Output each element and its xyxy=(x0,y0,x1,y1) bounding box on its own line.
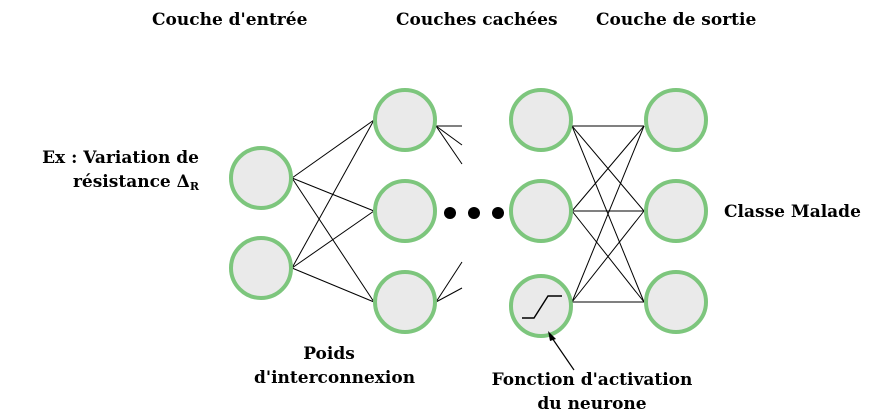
output-neuron xyxy=(644,179,708,243)
weights-label-line1: Poids xyxy=(303,344,355,364)
hidden-layers-title: Couches cachées xyxy=(396,10,558,30)
weights-label: Poids d'interconnexion xyxy=(254,342,416,390)
step-function-icon xyxy=(522,295,562,319)
activation-label-line1: Fonction d'activation xyxy=(491,370,693,390)
hidden-partial-connections xyxy=(435,125,463,303)
input-example-subscript: R xyxy=(189,180,199,193)
hidden-to-output-connections xyxy=(571,125,645,303)
input-example-label: Ex : Variation de résistance ΔR xyxy=(42,146,199,199)
input-neuron xyxy=(229,146,293,210)
input-neuron xyxy=(229,236,293,300)
output-neuron xyxy=(644,270,708,334)
input-to-hidden-connections xyxy=(291,119,375,303)
activation-label-line2: du neurone xyxy=(537,394,647,414)
hidden-neuron xyxy=(509,179,573,243)
hidden-neuron xyxy=(373,179,437,243)
hidden-neuron xyxy=(373,270,437,334)
output-class-label: Classe Malade xyxy=(724,202,861,222)
ellipsis-dots xyxy=(444,207,504,219)
hidden-neuron xyxy=(373,88,437,152)
weights-label-line2: d'interconnexion xyxy=(254,368,416,388)
input-example-line2: résistance ΔR xyxy=(42,170,199,199)
output-layer-title: Couche de sortie xyxy=(596,10,757,30)
input-example-line2-text: résistance Δ xyxy=(72,172,190,192)
hidden-neuron xyxy=(509,88,573,152)
input-layer-title: Couche d'entrée xyxy=(152,10,308,30)
activation-function-label: Fonction d'activation du neurone xyxy=(468,368,716,416)
output-neuron xyxy=(644,88,708,152)
activation-arrow xyxy=(548,331,575,371)
input-example-line1: Ex : Variation de xyxy=(42,148,199,168)
